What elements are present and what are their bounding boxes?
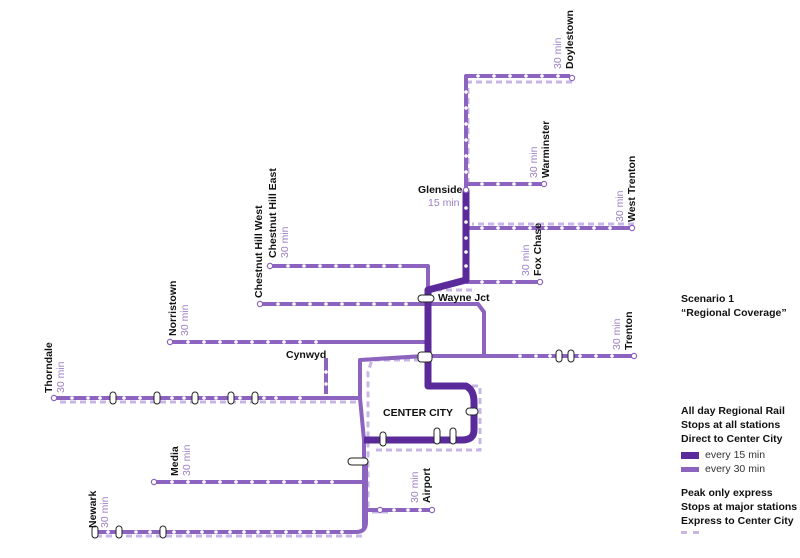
label-media: Media bbox=[169, 446, 181, 476]
terminal-stations bbox=[50, 74, 638, 514]
legend-all-day-3: Direct to Center City bbox=[681, 433, 783, 445]
label-cynwyd: Cynwyd bbox=[286, 349, 326, 361]
label-chestnut-hill-east: Chestnut Hill East bbox=[267, 168, 279, 258]
freq-thorndale: 30 min bbox=[55, 361, 67, 393]
newark-line bbox=[96, 504, 368, 534]
freq-west-trenton: 30 min bbox=[614, 190, 626, 222]
legend-swatch-30 bbox=[681, 466, 699, 472]
station-dots bbox=[70, 74, 614, 534]
freq-media: 30 min bbox=[181, 444, 193, 476]
label-chestnut-hill-west: Chestnut Hill West bbox=[253, 205, 265, 298]
freq-fox-chase: 30 min bbox=[520, 244, 532, 276]
station-labels: Doylestown 30 min Warminster 30 min West… bbox=[43, 10, 638, 528]
legend-every-15: every 15 min bbox=[705, 449, 766, 461]
freq-glenside: 15 min bbox=[428, 197, 460, 209]
legend: All day Regional Rail Stops at all stati… bbox=[681, 404, 797, 534]
glenside-line bbox=[364, 190, 478, 444]
label-norristown: Norristown bbox=[167, 281, 179, 336]
label-airport: Airport bbox=[421, 468, 433, 504]
scenario-title: Scenario 1 bbox=[681, 293, 735, 305]
legend-peak-2: Stops at major stations bbox=[681, 501, 798, 513]
legend-swatch-15 bbox=[681, 451, 699, 459]
label-newark: Newark bbox=[87, 490, 99, 528]
freq-warminster: 30 min bbox=[528, 146, 540, 178]
major-stations bbox=[91, 294, 575, 539]
doylestown-line bbox=[464, 74, 570, 190]
freq-doylestown: 30 min bbox=[552, 37, 564, 69]
legend-all-day-2: Stops at all stations bbox=[681, 419, 781, 431]
legend-swatch-peak bbox=[681, 531, 699, 534]
every-15-lines bbox=[364, 190, 478, 444]
label-center-city: CENTER CITY bbox=[383, 407, 453, 419]
legend-every-30: every 30 min bbox=[705, 463, 766, 475]
chestnut-hill-west-line bbox=[262, 302, 486, 356]
freq-newark: 30 min bbox=[99, 496, 111, 528]
chestnut-hill-east-line bbox=[272, 264, 430, 296]
label-trenton: Trenton bbox=[623, 312, 635, 351]
every-30-lines bbox=[56, 74, 632, 534]
legend-peak-3: Express to Center City bbox=[681, 515, 794, 527]
legend-all-day-1: All day Regional Rail bbox=[681, 405, 785, 417]
legend-peak-1: Peak only express bbox=[681, 487, 773, 499]
scenario-title-block: Scenario 1 “Regional Coverage” bbox=[681, 292, 787, 320]
legend-row-30: every 30 min bbox=[681, 462, 797, 476]
label-wayne-jct: Wayne Jct bbox=[438, 292, 490, 304]
freq-airport: 30 min bbox=[409, 471, 421, 503]
freq-trenton: 30 min bbox=[611, 318, 623, 350]
label-glenside: Glenside bbox=[418, 184, 463, 196]
freq-chestnut-hill-east: 30 min bbox=[279, 226, 291, 258]
legend-row-peak bbox=[681, 531, 797, 534]
legend-row-15: every 15 min bbox=[681, 448, 797, 462]
label-warminster: Warminster bbox=[540, 121, 552, 178]
label-fox-chase: Fox Chase bbox=[532, 223, 544, 276]
freq-norristown: 30 min bbox=[179, 304, 191, 336]
scenario-subtitle: “Regional Coverage” bbox=[681, 307, 787, 319]
label-west-trenton: West Trenton bbox=[626, 156, 638, 222]
label-thorndale: Thorndale bbox=[43, 342, 55, 393]
label-doylestown: Doylestown bbox=[564, 10, 576, 69]
thorndale-line bbox=[56, 354, 425, 400]
